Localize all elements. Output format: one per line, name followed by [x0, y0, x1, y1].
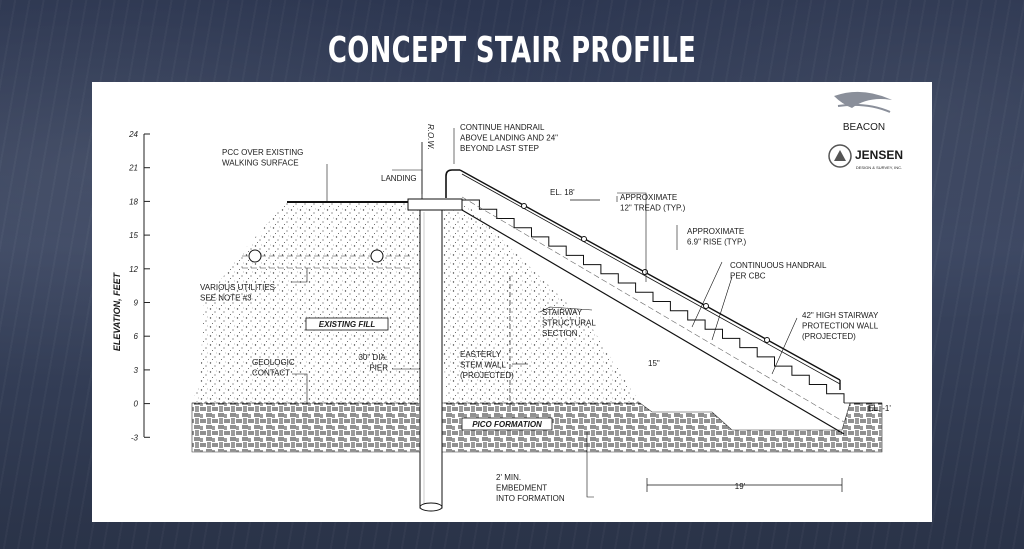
axis-tick-label: 15	[129, 231, 138, 240]
pier-label: 30" DIA.	[358, 353, 388, 362]
pcc-label: WALKING SURFACE	[222, 159, 299, 168]
run-label: 19'	[735, 482, 746, 491]
stairway-label: STRUCTURAL	[542, 319, 596, 328]
tread-label: 12" TREAD (TYP.)	[620, 204, 686, 213]
stem-wall-label: STEM WALL	[460, 361, 506, 370]
el-bottom-marker: EL. -1'	[844, 402, 891, 413]
landing-label: LANDING	[381, 174, 417, 183]
rise-label: 6.9" RISE (TYP.)	[687, 238, 746, 247]
utilities-label: VARIOUS UTILITIES	[200, 283, 275, 292]
embedment-label: 2' MIN.	[496, 473, 521, 482]
geologic-label: GEOLOGIC	[252, 358, 295, 367]
beacon-logo: BEACON	[834, 91, 892, 133]
handrail-cbc-label: PER CBC	[730, 272, 766, 281]
handrail-post	[521, 203, 527, 209]
page-title: CONCEPT STAIR PROFILE	[327, 30, 697, 71]
handrail-post	[581, 236, 587, 242]
axis-tick-label: 12	[129, 265, 138, 274]
row-label: R.O.W.	[426, 124, 435, 150]
rise-label: APPROXIMATE	[687, 227, 744, 236]
utilities	[242, 249, 410, 269]
wall-label: PROTECTION WALL	[802, 322, 879, 331]
stair-steps	[462, 199, 845, 403]
el-top-label: EL. 18'	[550, 188, 575, 197]
axis-tick-label: 3	[134, 366, 139, 375]
el-bottom-label: EL. -1'	[868, 404, 891, 413]
jensen-logo: JENSEN DESIGN & SURVEY, INC.	[828, 144, 903, 170]
axis-tick-label: 6	[134, 332, 139, 341]
handrail-post	[703, 303, 709, 309]
landing-slab	[407, 198, 463, 211]
axis-tick-label: 21	[128, 164, 138, 173]
handrail-top-label: BEYOND LAST STEP	[460, 144, 539, 153]
handrail-post	[642, 269, 648, 275]
pico-label: PICO FORMATION	[472, 420, 542, 429]
el-top-marker: EL. 18'	[550, 188, 600, 201]
handrail-post	[764, 337, 770, 343]
axis-tick-label: -3	[131, 433, 139, 442]
handrail	[445, 169, 841, 390]
existing-fill	[192, 202, 427, 403]
slab-label: 15"	[648, 359, 660, 368]
axis-tick-label: 24	[128, 130, 138, 139]
stem-wall-label: EASTERLY	[460, 350, 502, 359]
stem-wall-label: (PROJECTED)	[460, 371, 514, 380]
stairway-label: STAIRWAY	[542, 308, 583, 317]
stairway-label: SECTION	[542, 329, 578, 338]
wall-label: 42" HIGH STAIRWAY	[802, 311, 879, 320]
embedment-label: EMBEDMENT	[496, 484, 547, 493]
existing-fill-box	[305, 317, 389, 331]
axis-tick-label: 0	[134, 400, 139, 409]
pico-box	[461, 417, 553, 431]
jensen-text: JENSEN	[855, 148, 903, 162]
utilities-label: SEE NOTE #3	[200, 294, 252, 303]
axis-tick-label: 18	[129, 197, 138, 206]
tread-label: APPROXIMATE	[620, 193, 677, 202]
fill-wedge	[432, 202, 640, 403]
existing-fill-label: EXISTING FILL	[319, 320, 376, 329]
embedment-label: INTO FORMATION	[496, 494, 565, 503]
geologic-label: CONTACT	[252, 369, 290, 378]
handrail-top-label: ABOVE LANDING AND 24"	[460, 134, 558, 143]
pier-label: PIER	[369, 364, 388, 373]
wall-label: (PROJECTED)	[802, 332, 856, 341]
run-dimension: 19'	[646, 478, 843, 492]
pcc-label: PCC OVER EXISTING	[222, 148, 303, 157]
leader-lines	[292, 128, 798, 498]
stair-soffit	[461, 209, 845, 435]
elevation-axis: 24 21 18 15 12 9 6 3 0 -3 ELEVATION, FEET	[112, 130, 150, 442]
axis-label: ELEVATION, FEET	[112, 271, 122, 351]
handrail-top-label: CONTINUE HANDRAIL	[460, 123, 545, 132]
axis-tick-label: 9	[134, 299, 139, 308]
pier	[419, 209, 443, 509]
jensen-subtext: DESIGN & SURVEY, INC.	[856, 165, 902, 170]
beacon-text: BEACON	[843, 122, 885, 133]
handrail-cbc-label: CONTINUOUS HANDRAIL	[730, 261, 827, 270]
